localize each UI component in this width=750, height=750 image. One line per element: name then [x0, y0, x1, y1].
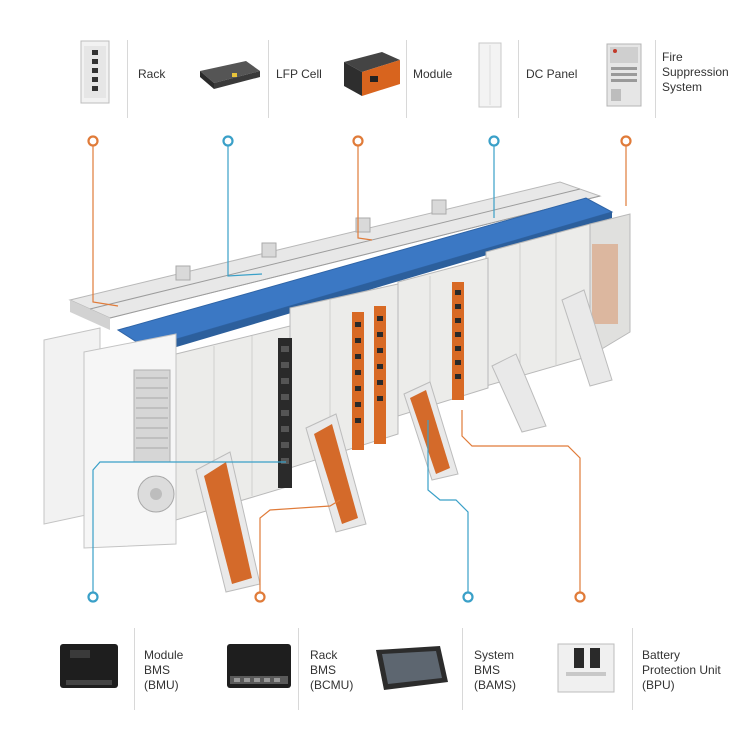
- top-separator: [406, 40, 407, 118]
- top-separator: [655, 40, 656, 118]
- roof-rails: [68, 181, 602, 330]
- top-separator: [268, 40, 269, 118]
- hvac-unit: [43, 327, 177, 549]
- dc-panel-label: DC Panel: [526, 67, 578, 81]
- node-fire-suppression: [620, 135, 632, 147]
- bottom-separator: [298, 628, 299, 710]
- module-icon: [344, 52, 400, 96]
- system-bms-label: System BMS (BAMS): [474, 648, 516, 692]
- module-label: Module: [413, 67, 453, 81]
- bottom-separator: [134, 628, 135, 710]
- module-bms-label: Module BMS (BMU): [144, 648, 184, 692]
- top-separator: [518, 40, 519, 118]
- rack-bms-icon: [227, 644, 291, 688]
- rack-bms-label: Rack BMS (BCMU): [310, 648, 354, 692]
- node-rack-bms: [254, 591, 266, 603]
- bpu-icon: [557, 643, 615, 693]
- top-separator: [127, 40, 128, 118]
- bpu-label: Battery Protection Unit (BPU): [642, 648, 721, 692]
- rack-label: Rack: [138, 67, 166, 81]
- leader-lines: [92, 144, 627, 594]
- module-bms-icon: [60, 644, 118, 688]
- lfp-cell-label: LFP Cell: [276, 67, 322, 81]
- callout-nodes: [87, 135, 632, 603]
- node-module-bms: [87, 591, 99, 603]
- fire-suppression-label: Fire Suppression System: [662, 50, 729, 94]
- bottom-separator: [462, 628, 463, 710]
- node-module: [352, 135, 364, 147]
- system-bms-icon: [376, 646, 448, 690]
- node-bpu: [574, 591, 586, 603]
- node-lfp-cell: [222, 135, 234, 147]
- cabinet-doors: [195, 289, 613, 593]
- node-system-bms: [462, 591, 474, 603]
- fire-suppression-icon: [606, 43, 642, 107]
- dc-panel-icon: [478, 42, 502, 108]
- node-dc-panel: [488, 135, 500, 147]
- lfp-cell-icon: [200, 61, 260, 89]
- bottom-separator: [632, 628, 633, 710]
- node-rack: [87, 135, 99, 147]
- rack-icon: [80, 40, 110, 104]
